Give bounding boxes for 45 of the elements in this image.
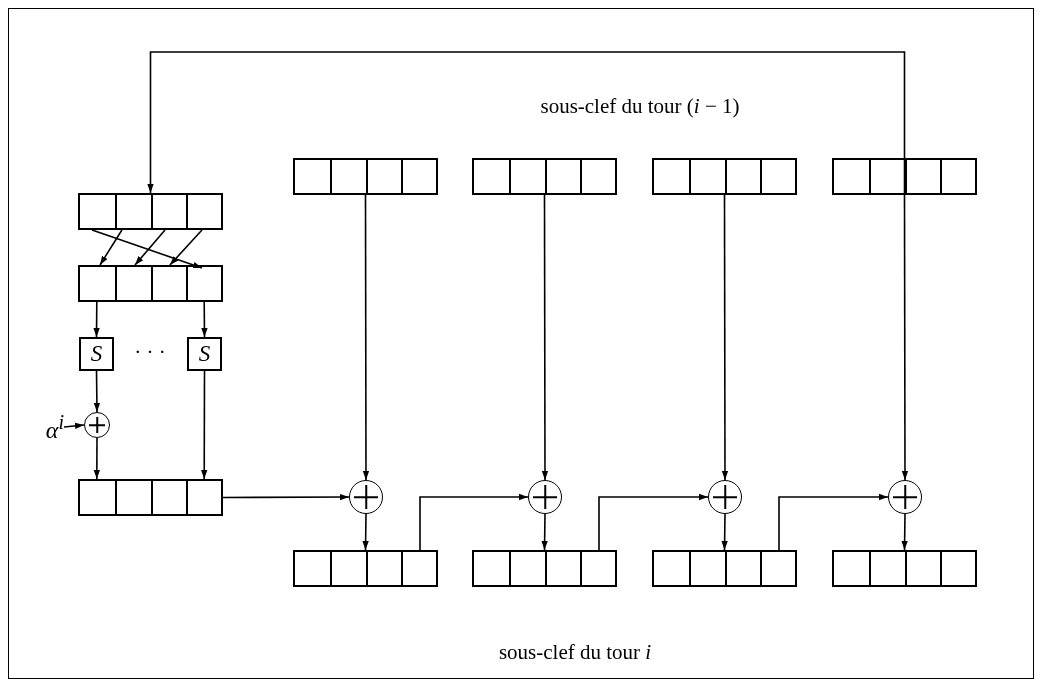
- xor-symbol: [349, 480, 383, 514]
- word-register: [832, 158, 977, 195]
- arrow: [169, 229, 203, 266]
- arrow: [99, 229, 123, 266]
- arrow: [541, 513, 548, 551]
- word-register: [78, 265, 223, 302]
- word-register: [652, 158, 797, 195]
- arrow: [721, 513, 728, 551]
- caption-text: sous-clef du tour (i − 1): [540, 94, 740, 119]
- arrow: [901, 194, 909, 481]
- arrow: [778, 493, 889, 551]
- arrow: [91, 229, 203, 269]
- word-register: [652, 550, 797, 587]
- arrow: [93, 437, 100, 480]
- caption-text: sous-clef du tour i: [498, 640, 652, 665]
- word-register: [832, 550, 977, 587]
- xor-symbol: [888, 480, 922, 514]
- arrow: [901, 513, 908, 551]
- arrow: [93, 370, 101, 413]
- arrow: [362, 513, 369, 551]
- arrow: [598, 493, 709, 551]
- word-register: [78, 479, 223, 516]
- word-register: [293, 158, 438, 195]
- word-register: [472, 550, 617, 587]
- xor-symbol: [708, 480, 742, 514]
- arrow: [222, 493, 350, 501]
- s-box: S: [79, 337, 114, 371]
- xor-symbol: [528, 480, 562, 514]
- ellipsis: · · ·: [134, 340, 166, 365]
- arrow: [134, 229, 166, 266]
- arrow: [721, 194, 729, 481]
- arrow: [541, 194, 549, 481]
- arrow: [362, 194, 370, 481]
- arrow: [419, 493, 529, 551]
- input-constant: α$^{i}$: [14, 410, 64, 444]
- arrow: [93, 301, 100, 338]
- word-register: [472, 158, 617, 195]
- s-box: S: [187, 337, 222, 371]
- xor-symbol: [84, 412, 110, 438]
- arrow: [201, 370, 208, 480]
- word-register: [293, 550, 438, 587]
- arrow: [147, 51, 906, 194]
- arrow: [201, 301, 208, 338]
- word-register: [78, 193, 223, 230]
- arrow: [63, 422, 85, 430]
